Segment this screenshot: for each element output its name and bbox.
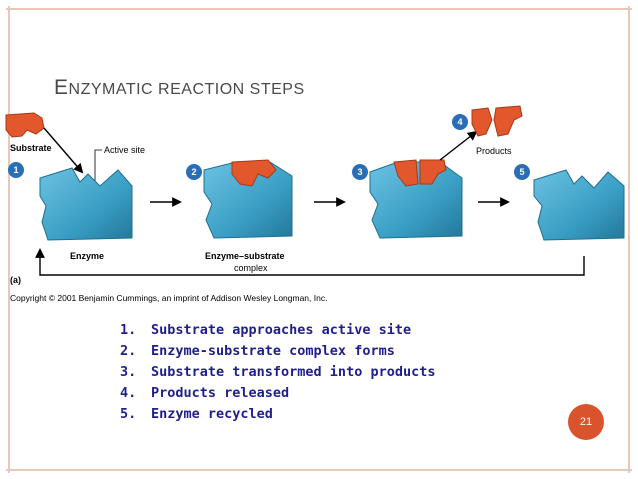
substrate-approach-arrow [43, 127, 84, 174]
step-text: Enzyme recycled [151, 406, 273, 422]
title-rest: NZYMATIC REACTION STEPS [68, 81, 305, 98]
title-first-letter: E [54, 76, 69, 99]
step-badge-4: 4 [452, 114, 468, 130]
enzyme-reaction-diagram: Substrate Active site 1 Enzyme 2 Enzyme–… [5, 105, 625, 285]
label-substrate: Substrate [10, 143, 52, 153]
label-enzyme: Enzyme [70, 251, 104, 261]
step-item: 1. Substrate approaches active site [120, 320, 435, 341]
steps-list: 1. Substrate approaches active site 2. Enz… [120, 320, 435, 425]
step-text: Enzyme-substrate complex forms [151, 343, 395, 359]
step-text: Substrate approaches active site [151, 322, 412, 338]
label-complex-line2: complex [234, 263, 268, 273]
step-item: 2. Enzyme-substrate complex forms [120, 341, 435, 362]
bound-substrate-2 [231, 159, 277, 187]
page-number-badge: 21 [568, 404, 604, 440]
svg-text:3: 3 [357, 167, 362, 177]
label-products: Products [476, 146, 512, 156]
enzyme-shape-1 [39, 167, 133, 241]
slide-title: ENZYMATIC REACTION STEPS [54, 76, 305, 100]
recycle-arrow [35, 248, 585, 276]
active-site-pointer [94, 149, 102, 182]
bound-products-3 [393, 159, 447, 187]
step-number: 2. [120, 343, 137, 359]
step-number: 5. [120, 406, 137, 422]
product-shape-a [471, 107, 493, 137]
label-active-site: Active site [104, 145, 145, 155]
step-item: 3. Substrate transformed into products [120, 362, 435, 383]
step-badge-2: 2 [186, 164, 202, 180]
figure-copyright: Copyright © 2001 Benjamin Cummings, an i… [10, 293, 328, 303]
step-item: 5. Enzyme recycled [120, 404, 435, 425]
step-text: Substrate transformed into products [151, 364, 436, 380]
step-text: Products released [151, 385, 290, 401]
label-panel-a: (a) [10, 275, 21, 285]
step-number: 1. [120, 322, 137, 338]
slide-border-top [6, 8, 632, 10]
step-number: 3. [120, 364, 137, 380]
step-badge-3: 3 [352, 164, 368, 180]
label-complex-line1: Enzyme–substrate [205, 251, 285, 261]
step-badge-1: 1 [8, 162, 24, 178]
slide-border-left [8, 6, 10, 473]
step-badge-5: 5 [514, 164, 530, 180]
svg-text:2: 2 [191, 167, 196, 177]
svg-text:4: 4 [457, 117, 462, 127]
svg-text:5: 5 [519, 167, 524, 177]
step-number: 4. [120, 385, 137, 401]
step-item: 4. Products released [120, 383, 435, 404]
svg-text:1: 1 [13, 165, 18, 175]
release-arrow [439, 130, 478, 161]
enzyme-shape-3 [369, 161, 463, 239]
product-shape-b [493, 105, 523, 137]
slide-border-right [628, 6, 630, 473]
enzyme-shape-5 [533, 169, 625, 241]
slide-border-bottom [6, 469, 632, 471]
substrate-shape [5, 112, 45, 138]
